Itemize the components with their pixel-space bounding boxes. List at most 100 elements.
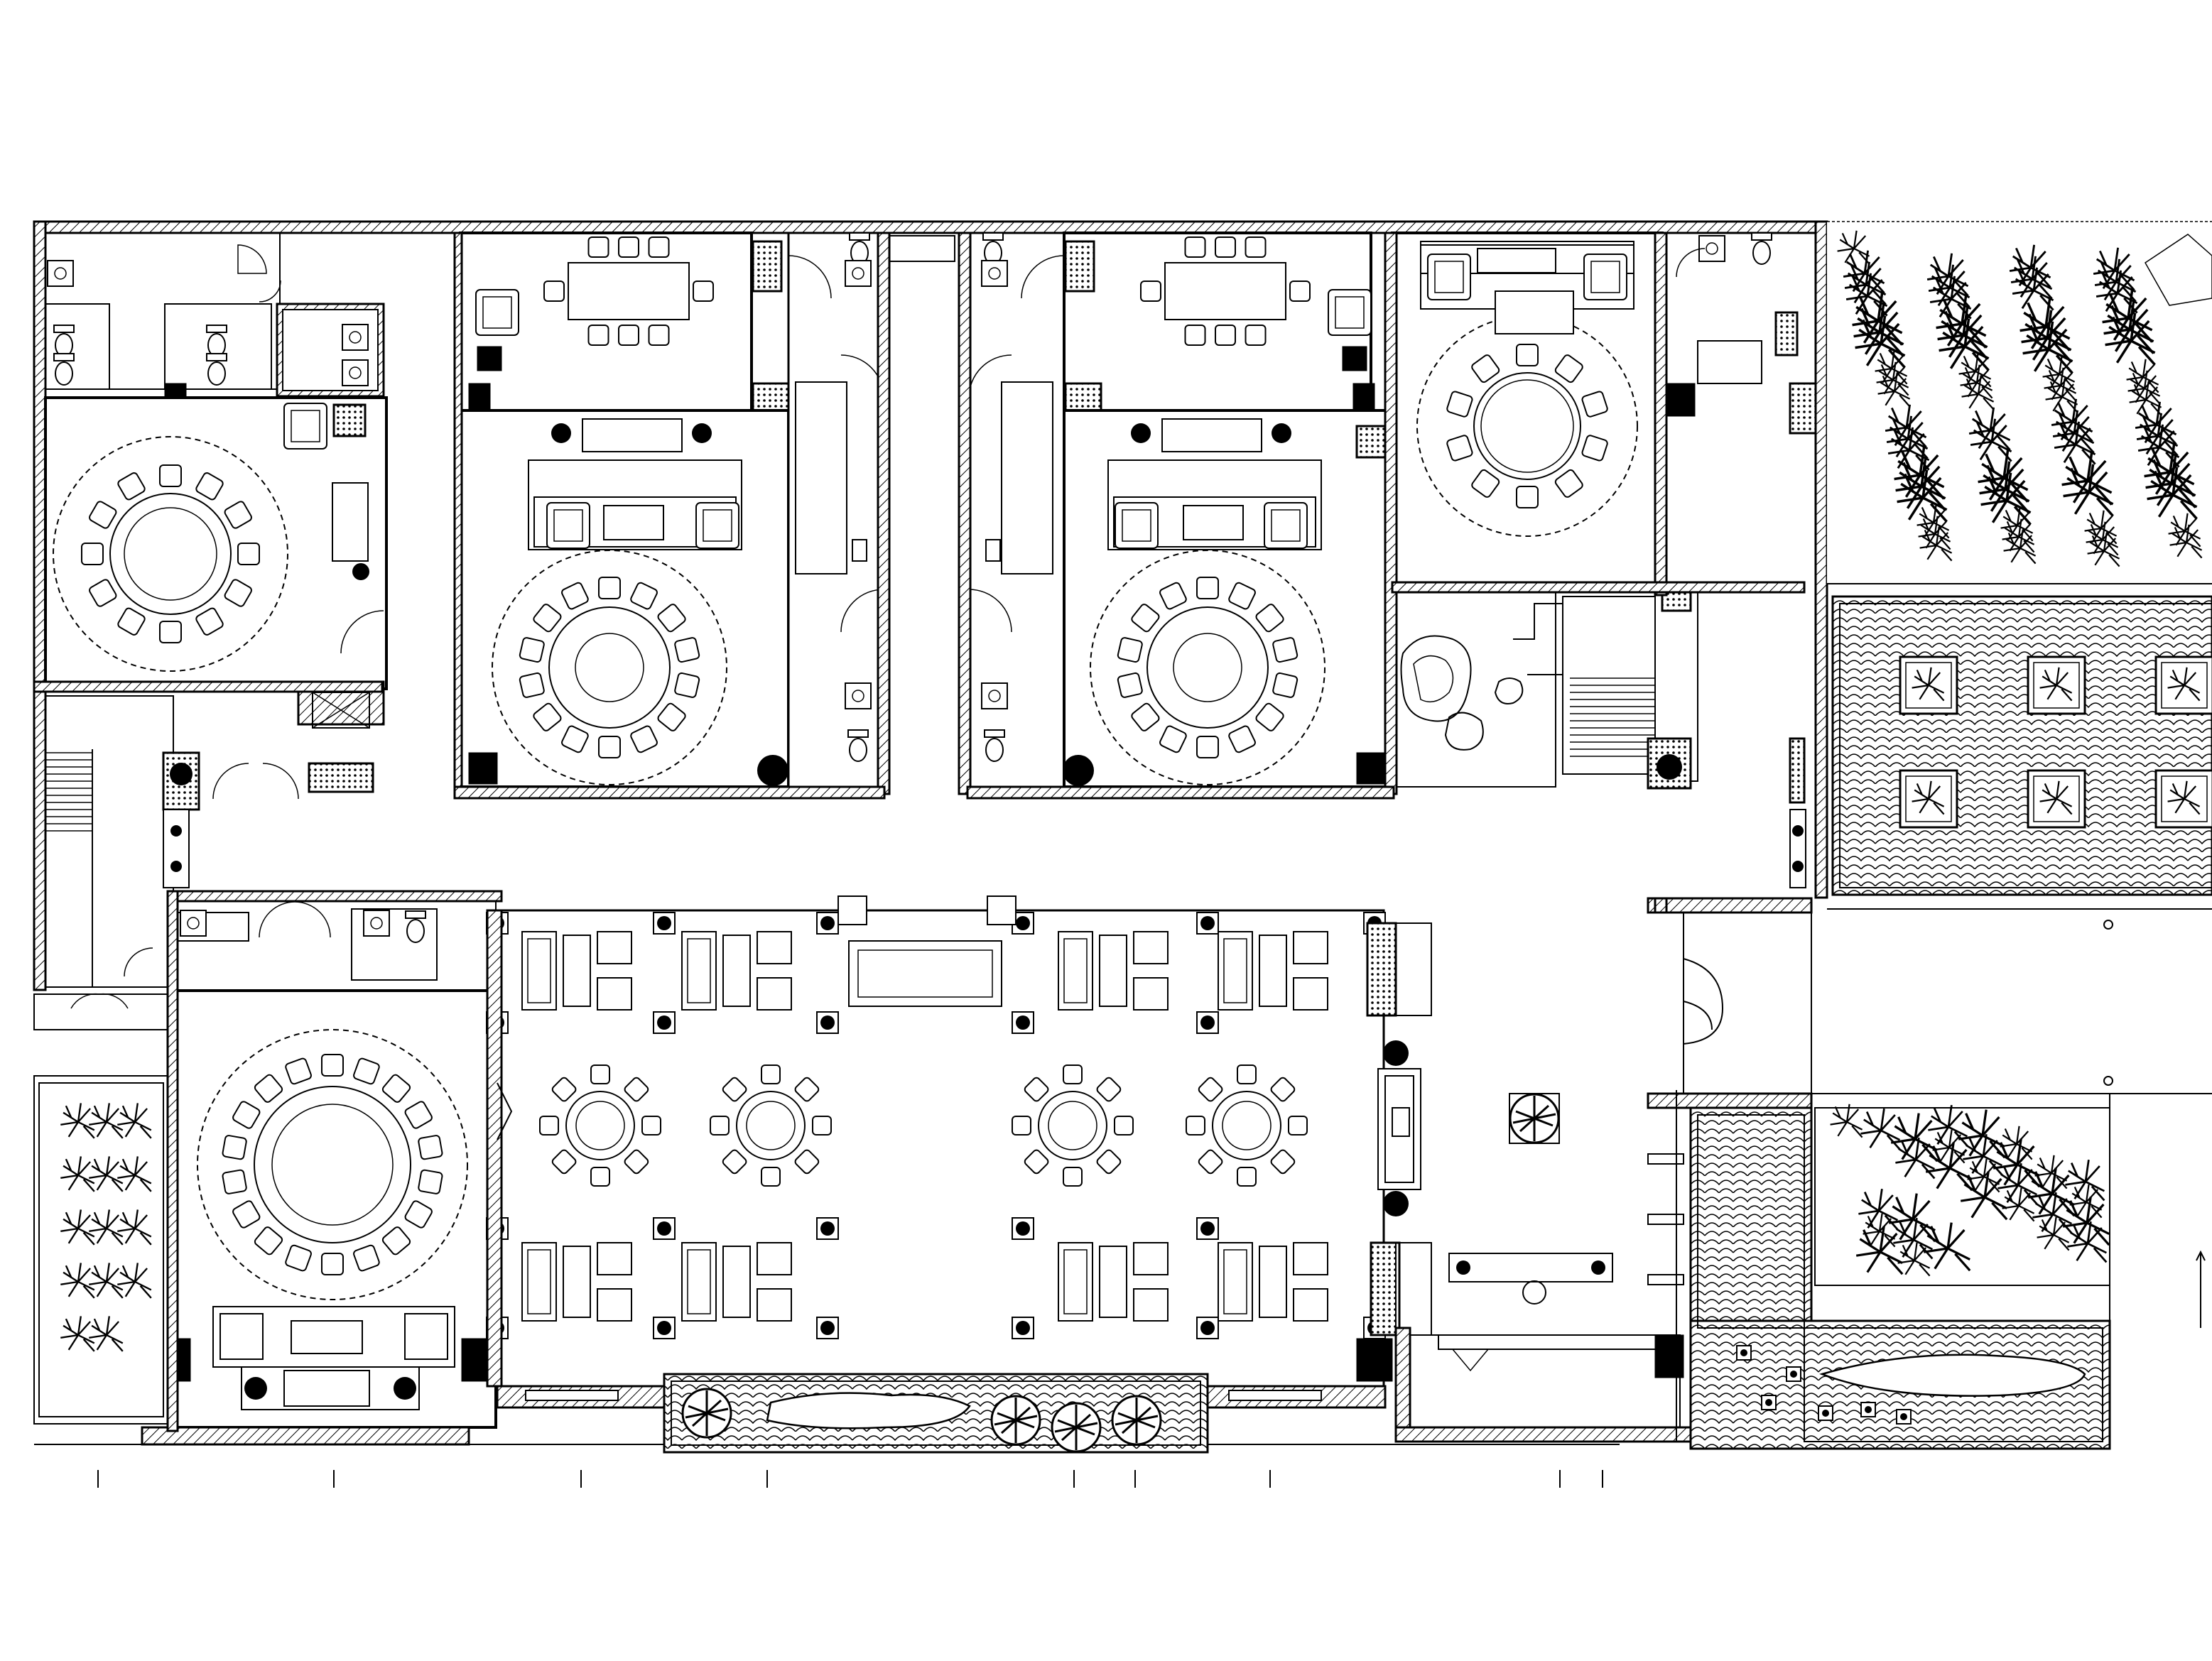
basin-icon [47,260,74,287]
chair-icon [657,604,686,633]
dimension-ticks [97,1470,1603,1488]
chair-icon [222,1169,247,1194]
chair-icon [353,1244,380,1272]
chair-icon [722,1149,747,1175]
toilet-icon [53,353,75,386]
chair-icon [1159,582,1187,610]
chair-icon [321,1054,344,1077]
private-room-a [44,396,388,690]
armchair-icon [546,502,590,549]
pillar-icon [1012,1011,1034,1034]
chair-icon [674,672,700,698]
chair-icon [539,1116,559,1136]
private-room-b [459,409,790,788]
chair-icon [117,472,146,501]
round-table [1012,1064,1134,1187]
chair-icon [1117,637,1143,663]
round-table [539,1064,661,1187]
chair-icon [1096,1077,1122,1102]
basin-icon [845,260,872,287]
chair-icon [89,501,117,529]
armchair-icon [1427,254,1471,300]
toilet-icon [1751,232,1772,265]
armchair-icon [283,403,327,450]
pillar-icon [816,912,839,935]
pillar-icon [1012,1217,1034,1240]
chair-icon [232,1200,261,1229]
planting-bed [2154,769,2212,829]
chair-icon [1159,725,1187,753]
basin-icon [180,910,207,937]
chair-icon [624,1149,649,1175]
chair-icon [794,1149,820,1175]
chair-icon [1140,281,1161,302]
side-room-c [1063,232,1375,435]
chair-icon [761,1064,781,1084]
bamboo-icon [88,1102,124,1139]
booth [681,931,792,1011]
chair-icon [1270,1077,1296,1102]
chair-icon [1186,1116,1205,1136]
round-table [710,1064,832,1187]
chair-icon [1272,637,1299,663]
toilet-icon [206,353,227,386]
main-dining-hall [486,895,1432,1454]
chair-icon [1096,1149,1122,1175]
chair-icon [254,1226,283,1256]
private-room-e [124,898,497,1446]
chair-icon [232,1101,261,1129]
chair-icon [1270,1149,1296,1175]
shrub-icon [1509,1093,1560,1144]
chair-icon [1581,435,1608,462]
private-room-c [1063,409,1394,788]
chair-icon [761,1167,781,1187]
bamboo-icon [60,1155,95,1192]
bamboo-icon [88,1209,124,1246]
chair-icon [285,1244,312,1272]
pillar-icon [816,1011,839,1034]
bamboo-garden-top [1827,221,2212,584]
planting-bed [2027,655,2086,715]
booth [521,1242,632,1322]
bamboo-icon [60,1262,95,1299]
chair-icon [794,1077,820,1102]
bamboo-icon [116,1102,152,1139]
pillar-icon [653,1217,676,1240]
chair-icon [1245,236,1267,258]
pillar-icon [653,1317,676,1339]
chair-icon [1198,1149,1223,1175]
chair-icon [381,1226,411,1256]
chair-icon [1215,325,1236,346]
armchair-icon [1328,289,1372,336]
chair-icon [1012,1116,1031,1136]
chair-icon [224,501,252,529]
pillar-icon [1196,1011,1219,1034]
chair-icon [1554,354,1583,383]
service-corridor-left [787,232,955,788]
chair-icon [1272,672,1299,698]
chair-icon [1288,1116,1308,1136]
booth [1218,931,1328,1011]
chair-icon [519,672,545,698]
chair-icon [710,1116,730,1136]
chair-icon [321,1253,344,1275]
chair-icon [1024,1149,1049,1175]
chair-icon [1196,577,1219,599]
armchair-icon [695,502,739,549]
toilet-icon [982,232,1004,265]
chair-ring-a [81,464,260,643]
basin-icon [981,260,1008,287]
entrance-lobby [1356,897,1813,1443]
chair-icon [285,1057,312,1085]
chair-icon [237,543,260,565]
chair-icon [1131,604,1160,633]
armchair-icon [475,289,519,336]
side-room-b [459,232,790,435]
chair-icon [657,702,686,731]
private-room-d [1391,232,1817,589]
armchair-icon [1583,254,1627,300]
chair-icon [353,1057,380,1085]
chair-icon [254,1074,283,1103]
chair-icon [1554,469,1583,498]
planting-bed [1899,769,1958,829]
